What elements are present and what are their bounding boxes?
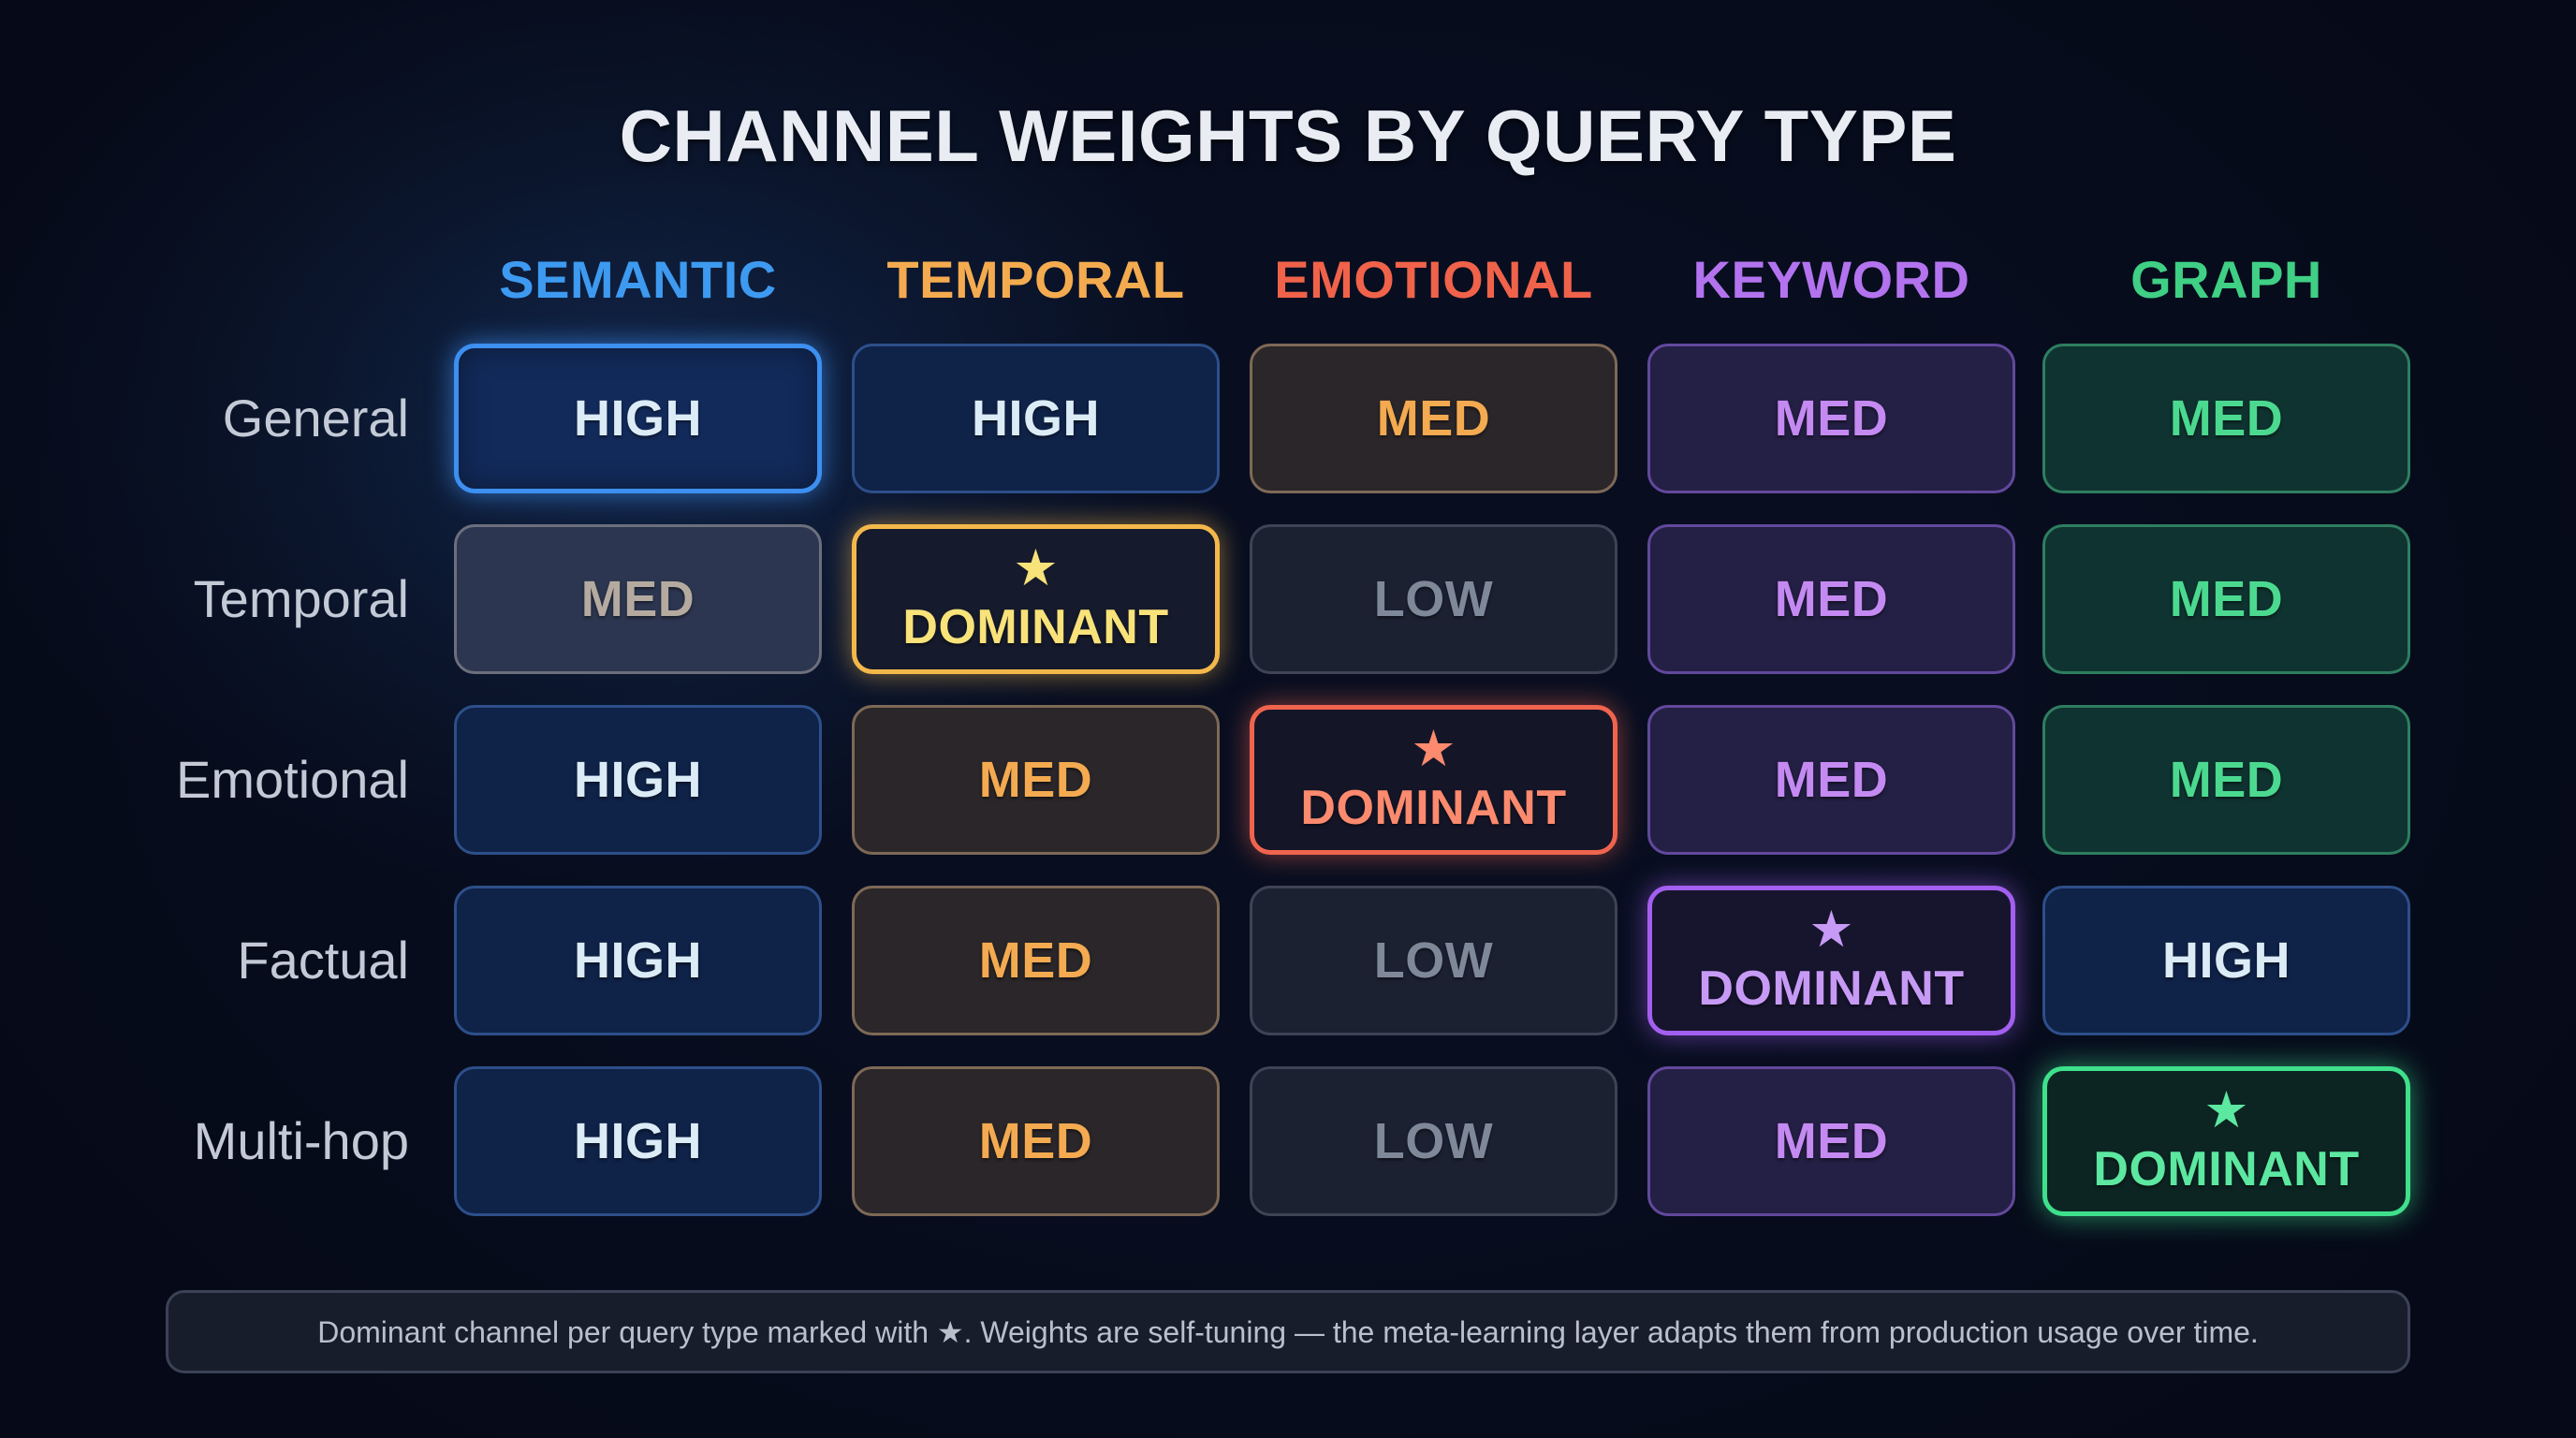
cell-temporal-graph: MED <box>2042 524 2410 674</box>
cell-multi-hop-semantic: HIGH <box>454 1066 822 1216</box>
cell-emotional-emotional: ★DOMINANT <box>1250 705 1617 855</box>
cell-factual-emotional: LOW <box>1250 886 1617 1035</box>
page-title: CHANNEL WEIGHTS BY QUERY TYPE <box>619 95 1957 177</box>
cell-multi-hop-graph: ★DOMINANT <box>2042 1066 2410 1216</box>
weight-value: HIGH <box>574 1113 702 1169</box>
cell-temporal-emotional: LOW <box>1250 524 1617 674</box>
cell-multi-hop-temporal: MED <box>852 1066 1220 1216</box>
cell-multi-hop-emotional: LOW <box>1250 1066 1617 1216</box>
cell-general-emotional: MED <box>1250 344 1617 493</box>
footer-note: Dominant channel per query type marked w… <box>166 1290 2410 1373</box>
row-label-general: General <box>222 389 409 448</box>
row-label-multi-hop: Multi-hop <box>193 1111 409 1170</box>
weight-value: DOMINANT <box>1698 961 1965 1016</box>
star-icon: ★ <box>1411 721 1456 777</box>
weight-value: LOW <box>1373 932 1494 989</box>
column-header-temporal: TEMPORAL <box>886 250 1185 309</box>
column-header-emotional: EMOTIONAL <box>1274 250 1593 309</box>
weight-value: MED <box>1774 1113 1889 1169</box>
cell-emotional-temporal: MED <box>852 705 1220 855</box>
weight-value: DOMINANT <box>1300 781 1567 835</box>
cell-temporal-temporal: ★DOMINANT <box>852 524 1220 674</box>
cell-factual-temporal: MED <box>852 886 1220 1035</box>
weight-value: MED <box>1376 390 1491 447</box>
row-label-factual: Factual <box>237 931 409 990</box>
cell-emotional-graph: MED <box>2042 705 2410 855</box>
weight-value: LOW <box>1373 571 1494 627</box>
weight-value: DOMINANT <box>902 600 1169 654</box>
weight-value: MED <box>2169 571 2284 627</box>
row-label-emotional: Emotional <box>175 750 409 809</box>
weight-value: MED <box>1774 390 1889 447</box>
cell-general-temporal: HIGH <box>852 344 1220 493</box>
cell-general-graph: MED <box>2042 344 2410 493</box>
cell-multi-hop-keyword: MED <box>1647 1066 2015 1216</box>
weight-value: HIGH <box>574 932 702 989</box>
cell-general-semantic: HIGH <box>454 344 822 493</box>
weight-value: MED <box>2169 390 2284 447</box>
star-icon: ★ <box>1808 902 1854 958</box>
cell-factual-graph: HIGH <box>2042 886 2410 1035</box>
cell-factual-semantic: HIGH <box>454 886 822 1035</box>
weight-value: MED <box>1774 571 1889 627</box>
cell-emotional-keyword: MED <box>1647 705 2015 855</box>
star-icon: ★ <box>1013 540 1059 596</box>
row-label-temporal: Temporal <box>193 569 409 628</box>
cell-emotional-semantic: HIGH <box>454 705 822 855</box>
weight-value: MED <box>580 571 695 627</box>
column-header-keyword: KEYWORD <box>1692 250 1970 309</box>
weight-value: MED <box>978 932 1093 989</box>
weight-value: HIGH <box>2162 932 2291 989</box>
weight-value: LOW <box>1373 1113 1494 1169</box>
cell-temporal-keyword: MED <box>1647 524 2015 674</box>
footer-text: Dominant channel per query type marked w… <box>317 1314 2259 1349</box>
weight-value: HIGH <box>972 390 1100 447</box>
column-header-semantic: SEMANTIC <box>499 250 777 309</box>
cell-factual-keyword: ★DOMINANT <box>1647 886 2015 1035</box>
weight-value: DOMINANT <box>2093 1142 2360 1196</box>
star-icon: ★ <box>2203 1082 2249 1138</box>
weight-value: HIGH <box>574 752 702 808</box>
weight-value: MED <box>1774 752 1889 808</box>
weight-value: MED <box>2169 752 2284 808</box>
weight-value: HIGH <box>574 390 702 447</box>
cell-general-keyword: MED <box>1647 344 2015 493</box>
column-header-graph: GRAPH <box>2130 250 2322 309</box>
cell-temporal-semantic: MED <box>454 524 822 674</box>
weight-value: MED <box>978 1113 1093 1169</box>
weight-value: MED <box>978 752 1093 808</box>
